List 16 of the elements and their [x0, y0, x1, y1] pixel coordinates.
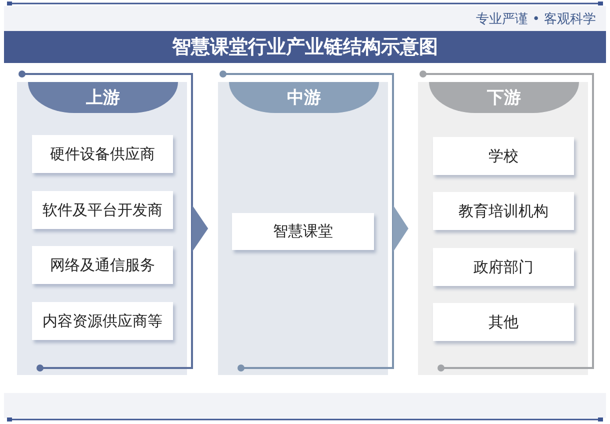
- entity-box: 学校: [433, 137, 574, 175]
- stage-header-tab: 下游: [429, 82, 579, 113]
- slogan-text: 专业严谨 • 客观科学: [476, 11, 596, 28]
- chevron-arrow: [192, 205, 208, 252]
- entity-box: 硬件设备供应商: [32, 135, 173, 173]
- stage-header-tab: 上游: [28, 82, 178, 113]
- chevron-arrow: [393, 205, 408, 252]
- entity-box: 智慧课堂: [232, 213, 374, 250]
- title-banner: 智慧课堂行业产业链结构示意图: [4, 31, 606, 63]
- entity-box: 网络及通信服务: [32, 246, 173, 284]
- entity-box: 教育培训机构: [433, 192, 574, 230]
- entity-box: 内容资源供应商等: [32, 302, 173, 340]
- stage-header-tab: 中游: [229, 82, 379, 113]
- entity-box: 政府部门: [433, 248, 574, 286]
- entity-box: 其他: [433, 303, 574, 341]
- entity-box: 软件及平台开发商: [32, 191, 173, 229]
